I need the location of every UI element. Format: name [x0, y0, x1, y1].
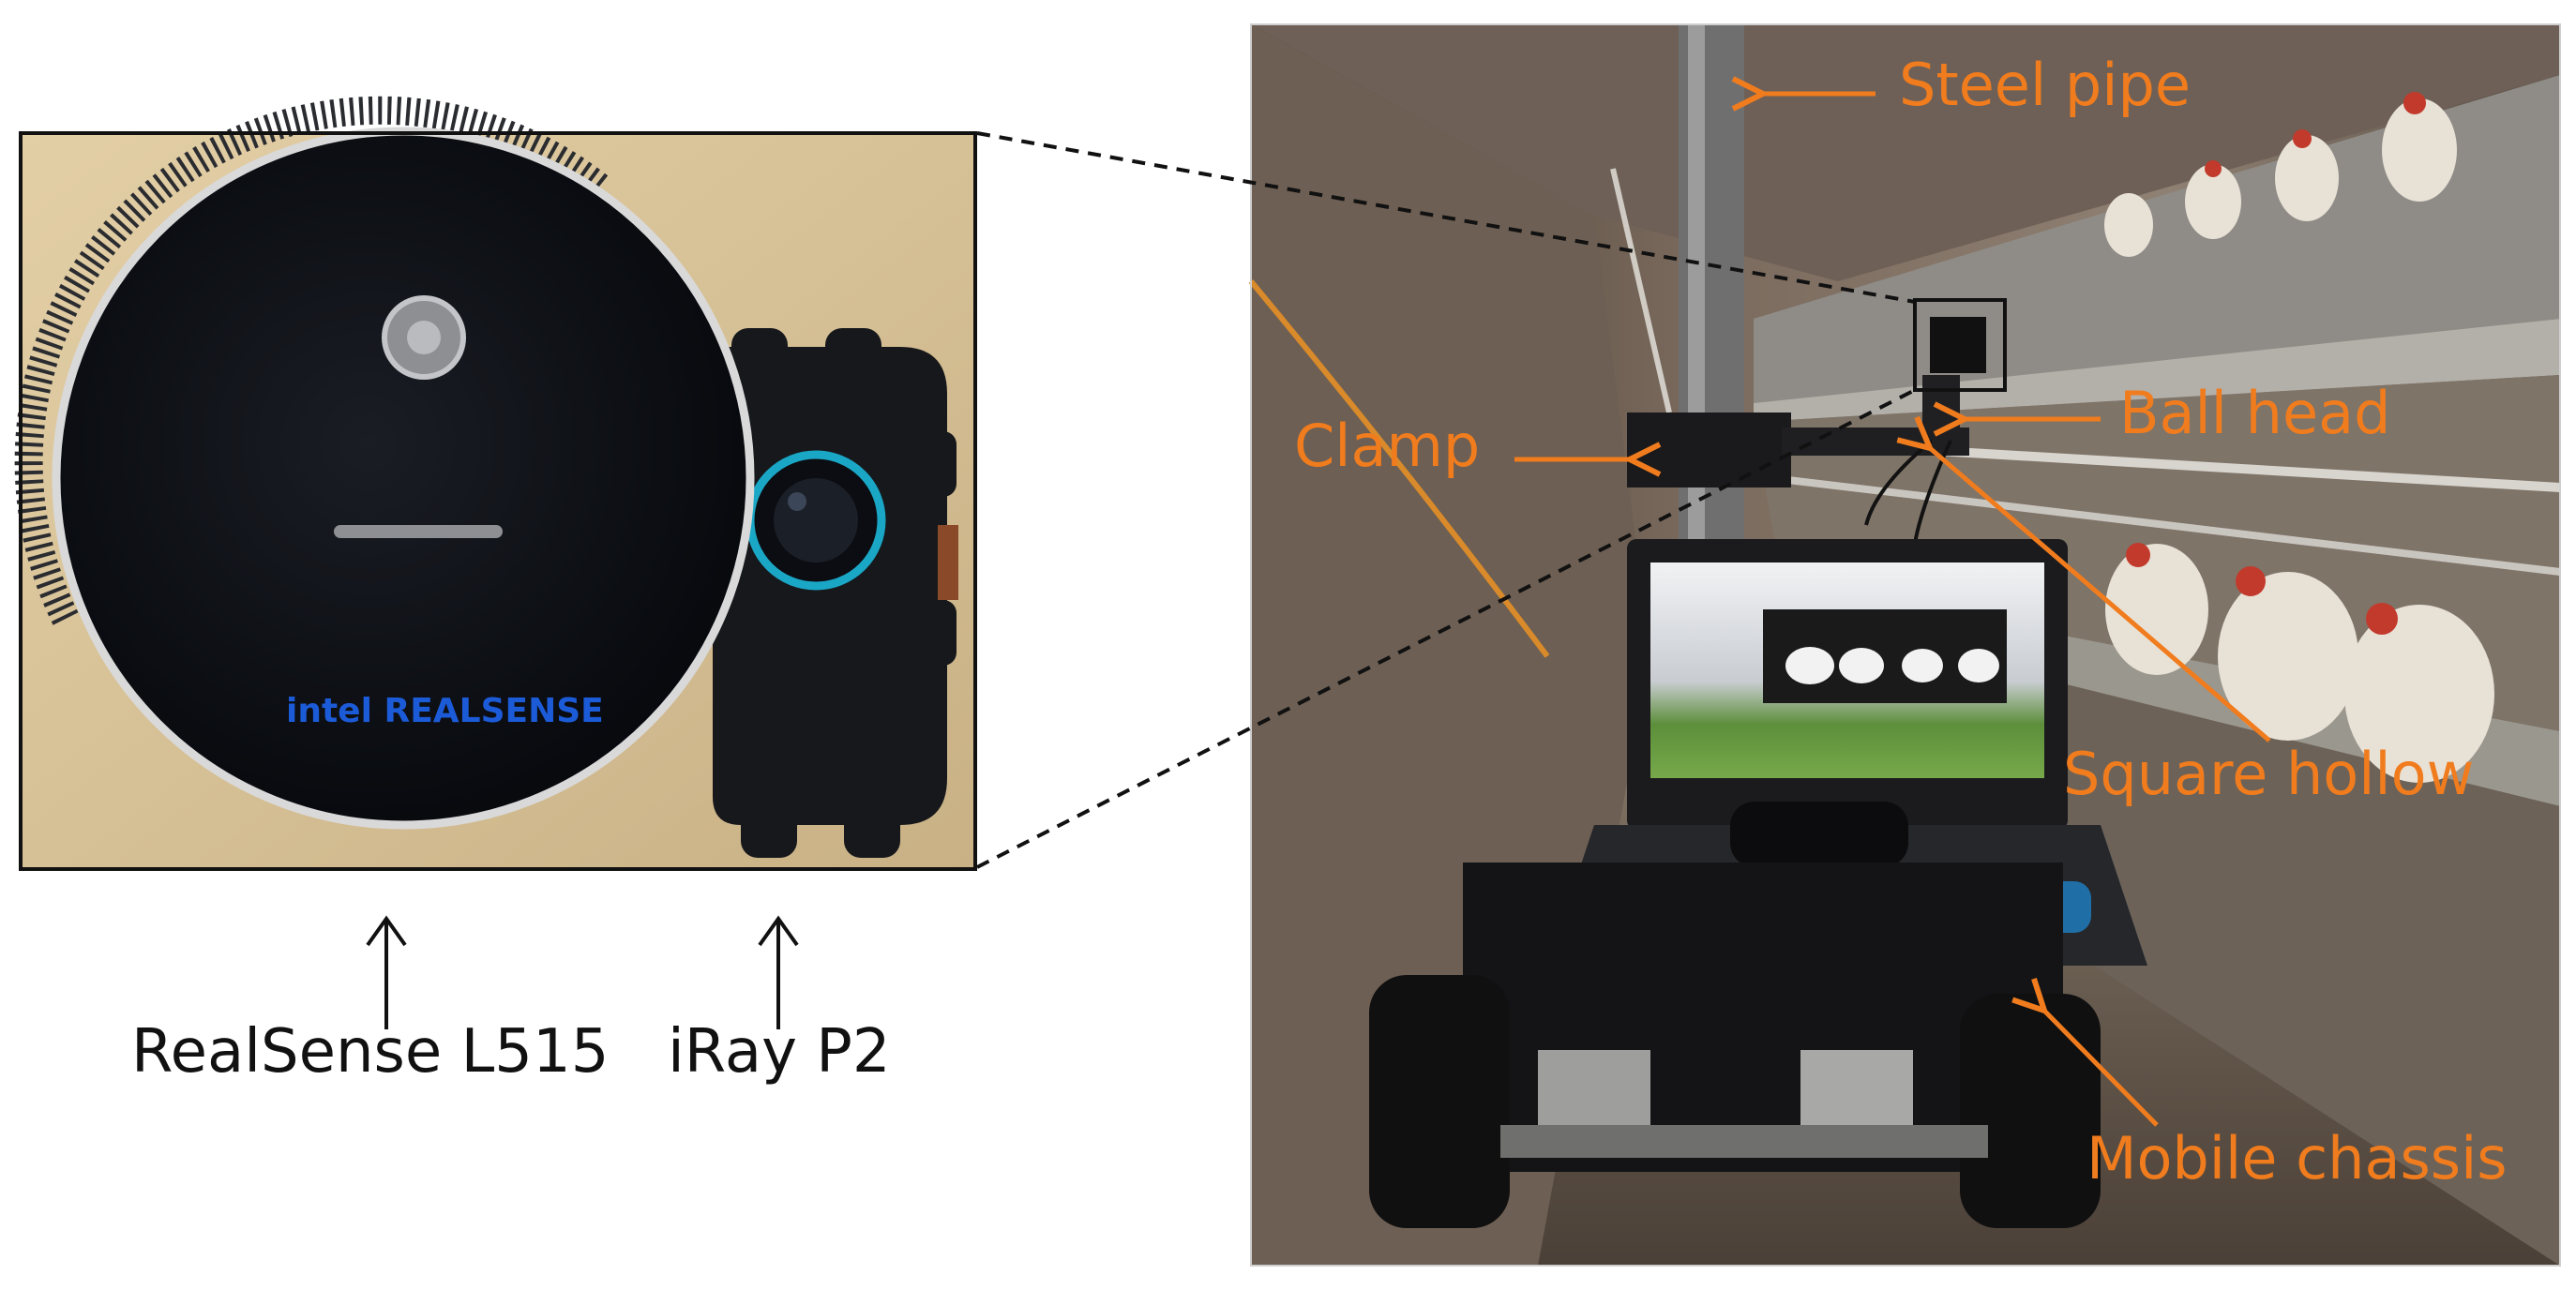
label-square-hollow: Square hollow: [2063, 740, 2475, 808]
hens: [2104, 98, 2494, 783]
square-hollow-arrow: [1930, 448, 2271, 742]
realsense-slot: [334, 525, 503, 538]
poultry-house-photo: [1248, 23, 2561, 1267]
barn-ceiling: [1251, 24, 2560, 281]
mounted-camera: [1930, 317, 1986, 373]
label-clamp: Clamp: [1294, 412, 1481, 480]
iray-bracket: [713, 328, 958, 858]
camera-photo: intel REALSENSE: [14, 96, 977, 871]
gamepad: [1730, 802, 1908, 867]
hen-combs: [2126, 92, 2426, 635]
clamp: [1627, 412, 1791, 488]
label-mobile-chassis: Mobile chassis: [2086, 1124, 2508, 1192]
label-iray-p2: iRay P2: [668, 1017, 891, 1087]
iray-arrow-head: [758, 915, 799, 947]
label-realsense-l515: RealSense L515: [131, 1017, 610, 1087]
realsense-arrow-head: [366, 915, 407, 947]
zoom-callout-lines: [976, 131, 1916, 869]
left-arrows: [366, 915, 799, 1029]
camera-highlight-box: [1913, 298, 2007, 392]
annotation-arrows: [1514, 94, 2271, 1127]
mobile-chassis: [1369, 862, 2101, 1228]
mobile-chassis-arrow: [2044, 1011, 2159, 1127]
label-steel-pipe: Steel pipe: [1899, 51, 2191, 119]
label-ball-head: Ball head: [2119, 379, 2391, 447]
photo-frame: [19, 131, 977, 871]
photo-border: [1250, 23, 2561, 1267]
realsense-logo: intel REALSENSE: [286, 692, 604, 730]
ball-head: [1922, 375, 1960, 431]
